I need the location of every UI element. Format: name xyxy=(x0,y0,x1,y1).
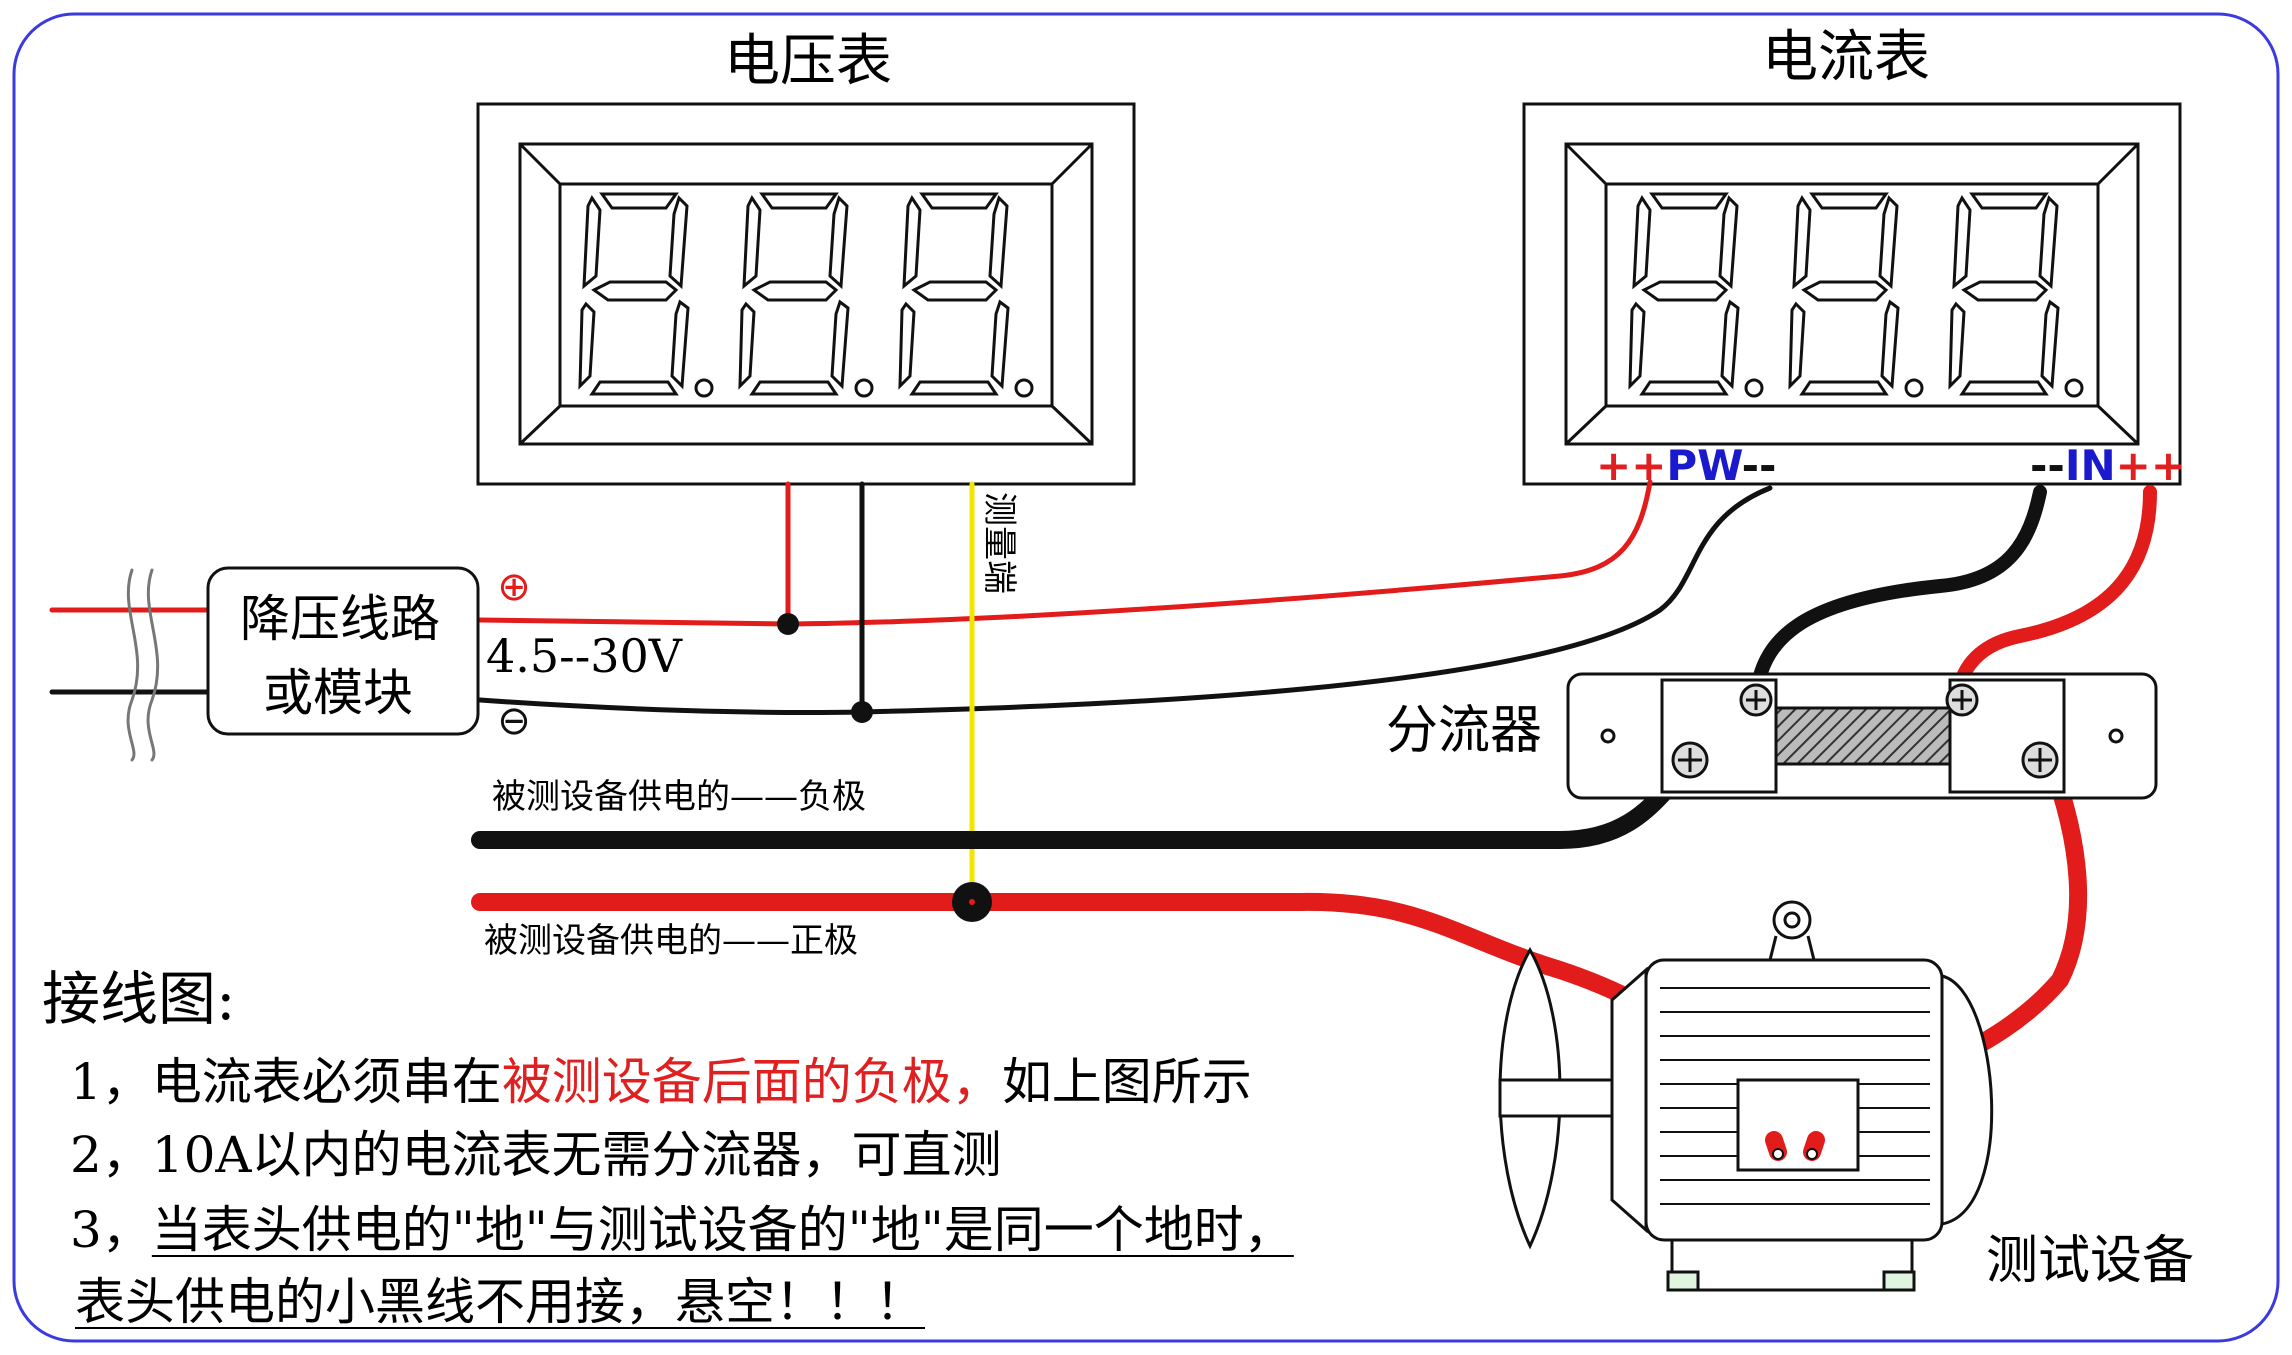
junction-positive xyxy=(777,613,799,635)
voltmeter: 电压表 xyxy=(476,29,1136,486)
plus-symbol: ⊕ xyxy=(497,564,531,610)
supply-positive-label: 被测设备供电的——正极 xyxy=(484,921,858,961)
in-plus-to-shunt xyxy=(1952,485,2157,709)
motor-terminal-box xyxy=(1736,1078,1860,1172)
ammeter: 电流表 ++PW-- --IN++ xyxy=(1522,25,2186,490)
buck-positive-wire xyxy=(477,479,1653,627)
motor-end-cap xyxy=(1610,966,1648,1234)
motor-fins xyxy=(1660,987,1930,1205)
supply-negative-label: 被测设备供电的——负极 xyxy=(492,777,866,817)
test-device-label: 测试设备 xyxy=(1986,1231,2194,1291)
note-1-highlight: 被测设备后面的负极， xyxy=(501,1053,1002,1111)
ammeter-window xyxy=(1604,182,2100,408)
motor-foot-right xyxy=(1882,1270,1916,1292)
motor-foot-left xyxy=(1666,1270,1700,1292)
buck-module: 降压线路 或模块 ⊕ ⊖ 4.5--30V xyxy=(206,564,683,744)
outer-frame xyxy=(12,12,2280,1343)
note-1-prefix: 1，电流表必须串在 xyxy=(70,1053,502,1111)
break-mark-1 xyxy=(126,568,140,762)
in-terminal-label: --IN++ xyxy=(2030,441,2186,490)
note-line-3: 3，当表头供电的"地"与测试设备的"地"是同一个地时， xyxy=(70,1190,1294,1262)
break-mark-2 xyxy=(146,568,160,762)
buck-module-box xyxy=(206,566,480,736)
buck-negative-wire xyxy=(477,485,1773,715)
voltmeter-title: 电压表 xyxy=(724,29,892,94)
buck-module-line2: 或模块 xyxy=(263,664,413,722)
motor-base xyxy=(1670,1238,1914,1292)
shunt-screw-1 xyxy=(1739,683,1773,717)
pw-terminal-label: ++PW-- xyxy=(1596,441,1777,490)
test-device-motor xyxy=(1498,900,1994,1292)
measure-end-label: 测量端 xyxy=(979,492,1019,594)
shunt: 分流器 xyxy=(1386,672,2158,800)
ammeter-title: 电流表 xyxy=(1762,25,1930,90)
shunt-screw-2 xyxy=(1671,741,1709,779)
note-1-suffix: 如上图所示 xyxy=(1001,1053,1252,1111)
note-line-1: 1，电流表必须串在被测设备后面的负极，如上图所示 xyxy=(70,1042,1252,1114)
shunt-resistor xyxy=(1774,706,1952,766)
shunt-label: 分流器 xyxy=(1386,701,1542,761)
motor-lifting-eye xyxy=(1772,900,1812,940)
note-3-prefix: 3， xyxy=(70,1201,152,1259)
junction-negative xyxy=(851,701,873,723)
note-line-4: 表头供电的小黑线不用接，悬空！！！ xyxy=(75,1273,925,1331)
voltmeter-window xyxy=(558,182,1054,408)
shunt-to-in-minus xyxy=(1749,485,2047,707)
voltage-range: 4.5--30V xyxy=(486,629,683,683)
minus-symbol: ⊖ xyxy=(497,698,531,744)
buck-module-line1: 降压线路 xyxy=(240,590,440,648)
notes-title: 接线图: xyxy=(42,965,236,1033)
shunt-screw-4 xyxy=(2021,741,2059,779)
note-line-2: 2，10A以内的电流表无需分流器，可直测 xyxy=(70,1126,1002,1184)
motor-shaft xyxy=(1498,1078,1622,1118)
shunt-mount-hole-right xyxy=(2108,728,2124,744)
shunt-mount-hole-left xyxy=(1600,728,1616,744)
shunt-screw-3 xyxy=(1945,683,1979,717)
note-3-rest: 当表头供电的"地"与测试设备的"地"是同一个地时， xyxy=(151,1201,1294,1259)
motor-rear-cap xyxy=(1940,974,1994,1226)
